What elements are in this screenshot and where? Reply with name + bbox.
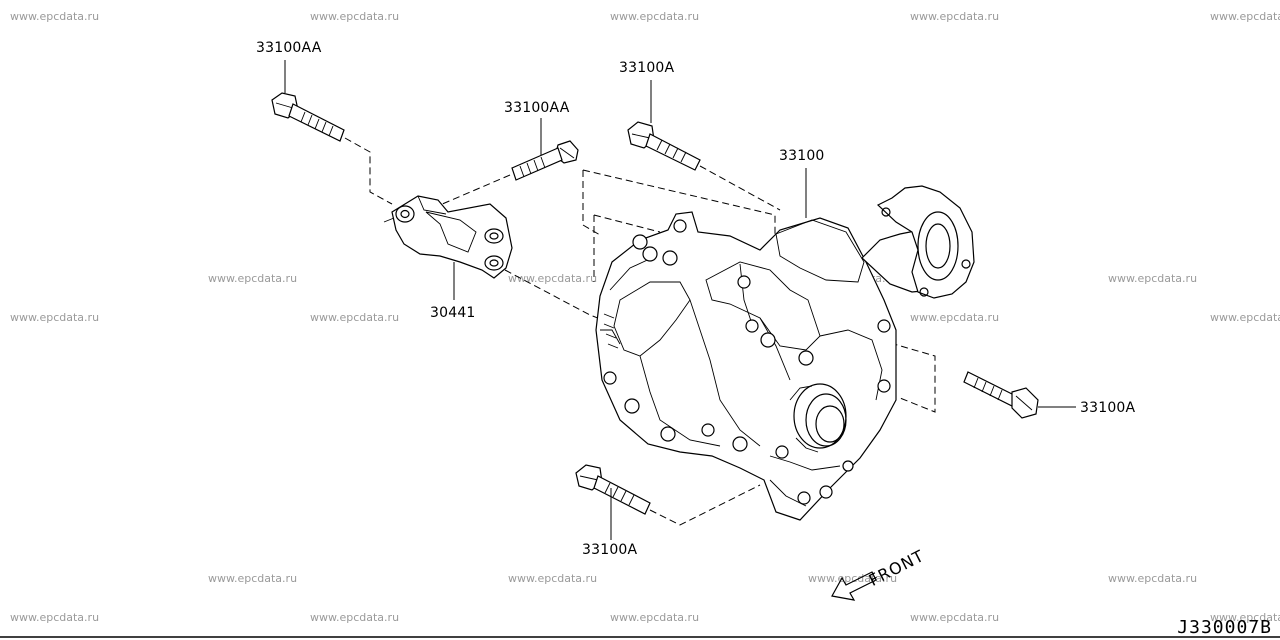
watermark: www.epcdata.ru bbox=[208, 272, 298, 285]
part-label-33100AA[interactable]: 33100AA bbox=[504, 100, 570, 116]
diagram-code: J330007B bbox=[1177, 617, 1272, 638]
watermark: www.epcdata.ru bbox=[910, 10, 1000, 23]
watermark: www.epcdata.ru bbox=[1108, 272, 1198, 285]
watermark: www.epcdata.ru bbox=[1210, 311, 1280, 324]
part-label-33100[interactable]: 33100 bbox=[779, 148, 825, 164]
part-label-33100A[interactable]: 33100A bbox=[619, 60, 675, 76]
bolt-33100A-top-center[interactable] bbox=[627, 121, 701, 171]
watermark: www.epcdata.ru bbox=[910, 611, 1000, 624]
watermark: www.epcdata.ru bbox=[310, 10, 400, 23]
watermark: www.epcdata.ru bbox=[1210, 611, 1280, 624]
watermark: www.epcdata.ru bbox=[310, 611, 400, 624]
bolt-33100A-right[interactable] bbox=[963, 371, 1039, 419]
watermark: www.epcdata.ru bbox=[1210, 10, 1280, 23]
watermark: www.epcdata.ru bbox=[508, 572, 598, 585]
part-label-33100A[interactable]: 33100A bbox=[1080, 400, 1136, 416]
bolt-33100A-bottom[interactable] bbox=[575, 464, 651, 515]
part-label-33100A[interactable]: 33100A bbox=[582, 542, 638, 558]
assembly-guide-lines bbox=[344, 137, 936, 526]
watermark: www.epcdata.ru bbox=[808, 572, 898, 585]
bolt-33100AA-mid[interactable] bbox=[511, 140, 579, 181]
bolt-33100AA-top-left[interactable] bbox=[271, 92, 345, 142]
transfer-assembly-33100[interactable] bbox=[595, 185, 975, 521]
watermark: www.epcdata.ru bbox=[508, 272, 598, 285]
front-arrow-icon bbox=[831, 571, 877, 601]
bracket-30441[interactable] bbox=[383, 195, 513, 279]
part-label-33100AA[interactable]: 33100AA bbox=[256, 40, 322, 56]
watermark: www.epcdata.ru bbox=[208, 572, 298, 585]
watermark: www.epcdata.ru bbox=[910, 311, 1000, 324]
watermark: www.epcdata.ru bbox=[310, 311, 400, 324]
watermark: www.epcdata.ru bbox=[610, 611, 700, 624]
part-label-30441[interactable]: 30441 bbox=[430, 305, 476, 321]
watermark: www.epcdata.ru bbox=[10, 611, 100, 624]
watermark: www.epcdata.ru bbox=[10, 311, 100, 324]
watermark: www.epcdata.ru bbox=[1108, 572, 1198, 585]
watermark: www.epcdata.ru bbox=[610, 10, 700, 23]
watermark: www.epcdata.ru bbox=[10, 10, 100, 23]
